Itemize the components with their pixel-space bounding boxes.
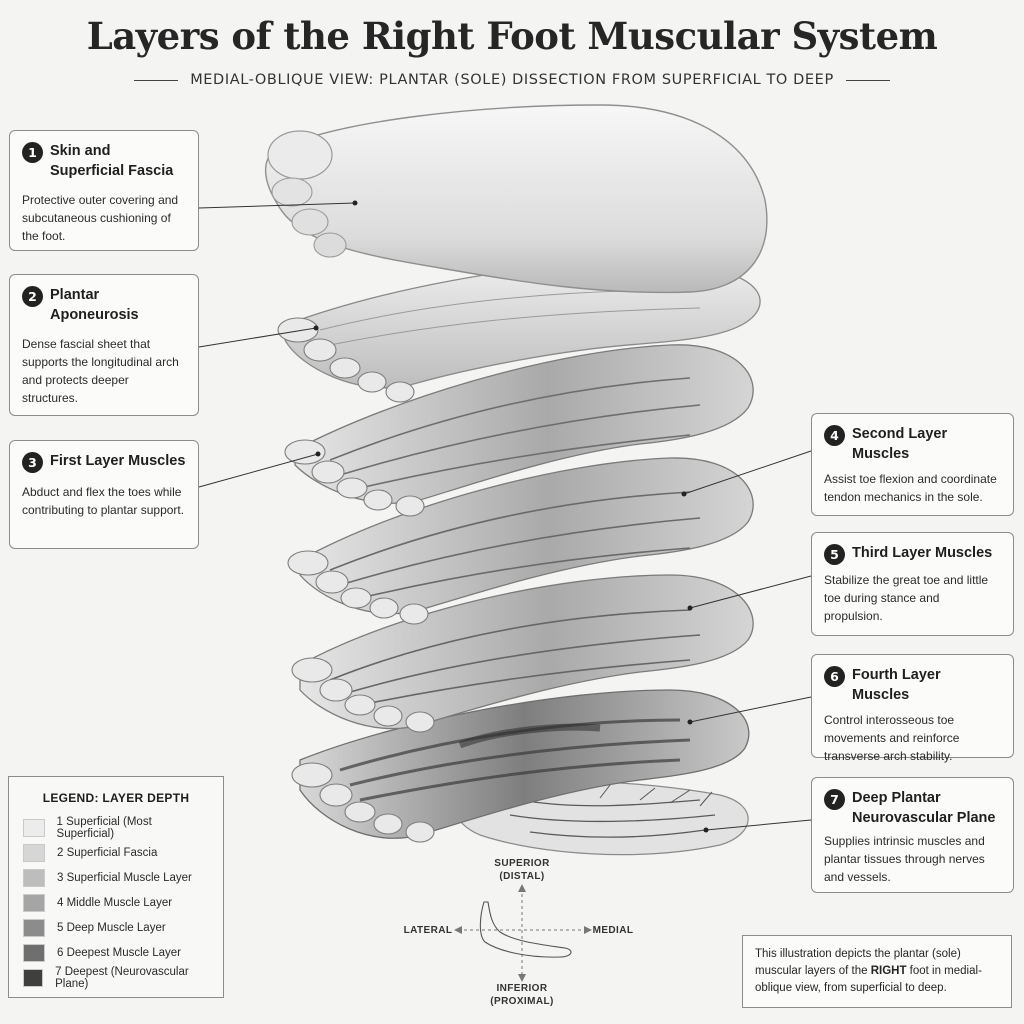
legend-label: 6 Deepest Muscle Layer [57, 946, 182, 959]
legend-label: 4 Middle Muscle Layer [57, 896, 173, 909]
orientation-lateral: LATERAL [403, 925, 453, 936]
subtitle-rule-right [845, 79, 890, 81]
legend-swatch [23, 943, 45, 962]
orientation-inferior: INFERIOR (PROXIMAL) [482, 982, 562, 1008]
callout-title-2: Plantar Aponeurosis [50, 287, 139, 323]
note-text-before: This illustration depicts the plantar (s… [755, 948, 961, 977]
callout-1: 1 Skin and Superficial Fascia Protective … [9, 130, 199, 251]
callout-desc-7: Supplies intrinsic muscles and plantar t… [824, 834, 985, 884]
layer-1-skin [264, 104, 768, 294]
layer-5-third-layer [299, 574, 754, 730]
callout-number-1: 1 [22, 142, 43, 163]
superior-sub-label: (DISTAL) [499, 871, 545, 882]
callout-2: 2 Plantar Aponeurosis Dense fascial sheet… [9, 274, 199, 416]
legend-item: 3 Superficial Muscle Layer [23, 865, 209, 890]
subtitle-row: MEDIAL-OBLIQUE VIEW: PLANTAR (SOLE) DISS… [0, 72, 1024, 88]
callout-title-6: Fourth Layer Muscles [852, 667, 941, 703]
layer-depth-legend: LEGEND: LAYER DEPTH 1 Superficial (Most … [8, 776, 224, 998]
inferior-sub-label: (PROXIMAL) [490, 996, 554, 1007]
callout-desc-5: Stabilize the great toe and little toe d… [824, 573, 989, 623]
leader-dots [313, 200, 709, 833]
callout-title-3: First Layer Muscles [50, 453, 186, 469]
legend-item: 4 Middle Muscle Layer [23, 890, 209, 915]
orientation-superior: SUPERIOR (DISTAL) [482, 857, 562, 883]
legend-swatch [23, 968, 44, 987]
page-subtitle: MEDIAL-OBLIQUE VIEW: PLANTAR (SOLE) DISS… [190, 72, 834, 88]
orientation-medial: MEDIAL [592, 925, 634, 936]
callout-desc-3: Abduct and flex the toes while contribut… [22, 485, 185, 517]
legend-swatch [23, 868, 45, 887]
callout-desc-1: Protective outer covering and subcutaneo… [22, 193, 179, 243]
legend-swatch [23, 893, 45, 912]
callout-title-7: Deep Plantar Neurovascular Plane [852, 790, 996, 826]
callout-number-2: 2 [22, 286, 43, 307]
small-foot-icon [479, 901, 572, 958]
legend-label: 3 Superficial Muscle Layer [57, 871, 192, 884]
note-emphasis: RIGHT [870, 965, 907, 977]
callout-desc-4: Assist toe flexion and coordinate tendon… [824, 472, 997, 504]
legend-label: 7 Deepest (Neurovascular Plane) [55, 965, 189, 990]
legend-item: 1 Superficial (Most Superficial) [23, 815, 209, 840]
legend-swatch [23, 818, 45, 837]
legend-item: 7 Deepest (Neurovascular Plane) [23, 965, 209, 990]
callout-number-6: 6 [824, 666, 845, 687]
callout-7: 7 Deep Plantar Neurovascular Plane Suppli… [811, 777, 1014, 893]
caption-note: This illustration depicts the plantar (s… [742, 935, 1012, 1008]
subtitle-rule-left [134, 79, 179, 81]
callout-desc-2: Dense fascial sheet that supports the lo… [22, 337, 179, 405]
note-text-after: foot in medial-oblique view, from superf… [755, 965, 982, 994]
orientation-compass [454, 884, 592, 982]
superior-label: SUPERIOR [494, 858, 550, 869]
page-title: Layers of the Right Foot Muscular System [86, 14, 938, 58]
callout-title-5: Third Layer Muscles [852, 545, 993, 561]
legend-label: 5 Deep Muscle Layer [57, 921, 166, 934]
callout-3: 3 First Layer Muscles Abduct and flex the… [9, 440, 199, 549]
legend-swatch [23, 918, 45, 937]
callout-number-5: 5 [824, 544, 845, 565]
inferior-label: INFERIOR [496, 983, 548, 994]
leader-lines [198, 202, 812, 831]
legend-item: 2 Superficial Fascia [23, 840, 209, 865]
legend-swatch [23, 843, 45, 862]
callout-number-3: 3 [22, 452, 43, 473]
callout-number-7: 7 [824, 789, 845, 810]
toe-bones [277, 317, 435, 843]
callout-title-1: Skin and Superficial Fascia [50, 143, 174, 179]
legend-item: 5 Deep Muscle Layer [23, 915, 209, 940]
callout-desc-6: Control interosseous toe movements and r… [824, 713, 960, 763]
legend-item: 6 Deepest Muscle Layer [23, 940, 209, 965]
legend-label: 2 Superficial Fascia [57, 846, 158, 859]
callout-5: 5 Third Layer Muscles Stabilize the great… [811, 532, 1014, 636]
callout-title-4: Second Layer Muscles [852, 426, 948, 462]
callout-number-4: 4 [824, 425, 845, 446]
legend-title: LEGEND: LAYER DEPTH [42, 791, 190, 805]
callout-6: 6 Fourth Layer Muscles Control interosseo… [811, 654, 1014, 763]
legend-label: 1 Superficial (Most Superficial) [56, 815, 152, 840]
callout-4: 4 Second Layer Muscles Assist toe flexion… [811, 413, 1014, 516]
